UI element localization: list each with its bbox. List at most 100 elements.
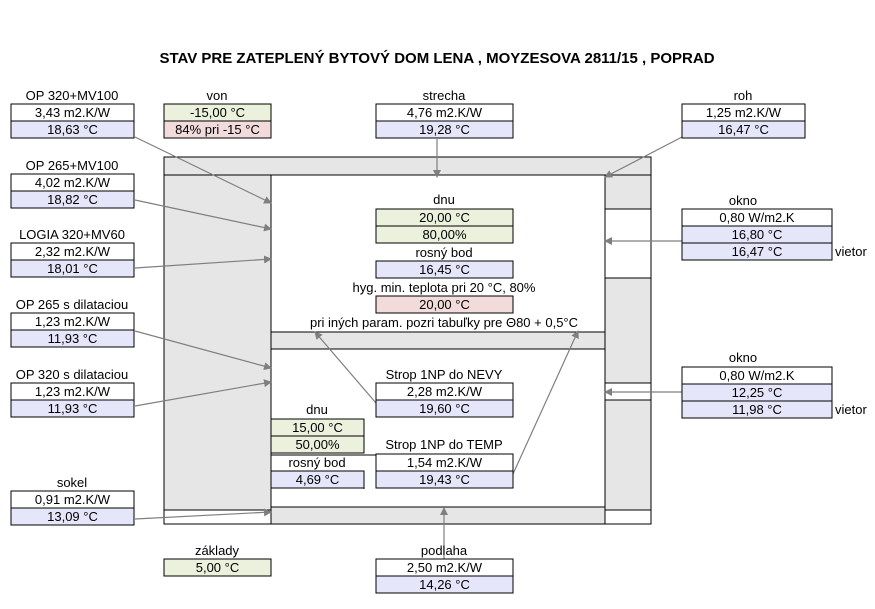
sokel-resistance: 0,91 m2.K/W	[35, 492, 111, 507]
op265dil-temperature-box	[10, 329, 135, 348]
logia-label: LOGIA 320+MV60	[19, 227, 125, 242]
op265-label: OP 265+MV100	[26, 158, 119, 173]
dnu-hyg: 20,00 °C	[419, 297, 470, 312]
dnu2-dew-label: rosný bod	[288, 455, 345, 470]
op265-temperature: 18,82 °C	[47, 192, 98, 207]
strop-temp-resistance: 1,54 m2.K/W	[407, 455, 483, 470]
floor-slab	[270, 506, 606, 525]
strop-nevy-label: Strop 1NP do NEVY	[386, 367, 503, 382]
okno1-temp1: 16,80 °C	[732, 227, 783, 242]
sokel-label: sokel	[57, 475, 87, 490]
logia-temperature-box	[10, 259, 135, 278]
diagram-title: STAV PRE ZATEPLENÝ BYTOVÝ DOM LENA , MOY…	[159, 49, 714, 67]
base-right	[604, 509, 652, 525]
okno2-temp2: 11,98 °C	[732, 402, 782, 417]
op320-label: OP 320+MV100	[26, 88, 119, 103]
op320-temperature: 18,63 °C	[47, 122, 98, 137]
von-humidity: 84% pri -15 °C	[175, 122, 260, 137]
okno2-temp1: 12,25 °C	[732, 385, 783, 400]
dnu-dew-label: rosný bod	[415, 245, 472, 260]
okno2-label: okno	[729, 350, 757, 365]
logia-resistance: 2,32 m2.K/W	[35, 244, 111, 259]
dnu-humidity: 80,00%	[422, 227, 467, 242]
dnu2-temperature: 15,00 °C	[292, 420, 343, 435]
dnu2-humidity: 50,00%	[295, 437, 340, 452]
okno2-u: 0,80 W/m2.K	[719, 368, 794, 383]
arrow-op265dil	[134, 330, 272, 371]
von-temperature: -15,00 °C	[190, 105, 245, 120]
strop-nevy-temperature-box	[375, 399, 514, 418]
arrow-logia	[134, 255, 272, 269]
podlaha-resistance: 2,50 m2.K/W	[407, 560, 483, 575]
zaklady-label: základy	[195, 543, 240, 558]
dnu2-humidity-box	[270, 435, 365, 454]
arrow-op320dil	[134, 379, 272, 407]
von-label: von	[207, 88, 228, 103]
op320dil-temperature-box	[10, 399, 135, 418]
okno2-temp2-box	[681, 400, 833, 419]
op265-resistance: 4,02 m2.K/W	[35, 175, 111, 190]
okno2-note: vietor	[835, 402, 867, 417]
sokel-temperature: 13,09 °C	[47, 509, 98, 524]
strecha-temperature-box	[375, 120, 514, 139]
roh-label: roh	[734, 88, 753, 103]
arrow-strop-temp	[512, 330, 579, 475]
von-humidity-box	[163, 120, 272, 139]
okno1-temp2-box	[681, 242, 833, 261]
strop-nevy-temperature: 19,60 °C	[419, 401, 470, 416]
okno1-u: 0,80 W/m2.K	[719, 210, 794, 225]
zaklady-temperature: 5,00 °C	[196, 560, 240, 575]
op265dil-label: OP 265 s dilataciou	[16, 297, 129, 312]
dnu-humidity-box	[375, 225, 514, 244]
strecha-resistance: 4,76 m2.K/W	[407, 105, 483, 120]
dnu-hyg-box	[375, 295, 514, 314]
zaklady-temperature-box	[163, 558, 272, 577]
op320dil-temperature: 11,93 °C	[48, 401, 98, 416]
dnu-hyg-label: hyg. min. teplota pri 20 °C, 80%	[353, 280, 536, 295]
podlaha-temperature-box	[375, 575, 514, 594]
left-wall	[163, 174, 272, 511]
arrow-op265	[134, 199, 272, 232]
podlaha-temperature: 14,26 °C	[419, 577, 470, 592]
op265-temperature-box	[10, 190, 135, 209]
op265dil-temperature: 11,93 °C	[48, 331, 98, 346]
roh-temperature-box	[681, 120, 806, 139]
okno1-label: okno	[729, 193, 757, 208]
roh-resistance: 1,25 m2.K/W	[706, 105, 782, 120]
arrow-op320	[134, 136, 272, 204]
dnu-dew: 16,45 °C	[419, 262, 470, 277]
op320-resistance: 3,43 m2.K/W	[35, 105, 111, 120]
strop-temp-temperature-box	[375, 470, 514, 489]
dnu2-dew: 4,69 °C	[296, 472, 340, 487]
strop-nevy-resistance: 2,28 m2.K/W	[407, 384, 483, 399]
right-wall-lower	[604, 399, 652, 511]
arrow-sokel	[134, 508, 272, 520]
arrow-strop-nevy	[314, 331, 377, 404]
strecha-label: strecha	[423, 88, 466, 103]
sokel-temperature-box	[10, 507, 135, 526]
op320dil-resistance: 1,23 m2.K/W	[35, 384, 111, 399]
arrows	[134, 136, 683, 560]
strop-temp-temperature: 19,43 °C	[419, 472, 470, 487]
dnu-dew-box	[375, 260, 514, 279]
okno1-note: vietor	[835, 244, 867, 259]
data-cells: OP 320+MV100 3,43 m2.K/W 18,63 °C OP 265+MV…	[10, 88, 867, 594]
op320-temperature-box	[10, 120, 135, 139]
roh-temperature: 16,47 °C	[718, 122, 769, 137]
dnu-temperature: 20,00 °C	[419, 210, 470, 225]
logia-temperature: 18,01 °C	[47, 261, 98, 276]
ceiling-slab	[270, 331, 606, 350]
op320dil-label: OP 320 s dilataciou	[16, 367, 129, 382]
dnu-note: pri iných param. pozri tabuľky pre Θ80 +…	[310, 315, 578, 330]
podlaha-label: podlaha	[421, 543, 468, 558]
right-wall-upper	[604, 174, 652, 210]
arrow-roh	[604, 136, 683, 178]
strecha-temperature: 19,28 °C	[419, 122, 470, 137]
okno1-temp2: 16,47 °C	[732, 244, 783, 259]
op265dil-resistance: 1,23 m2.K/W	[35, 314, 111, 329]
dnu-label: dnu	[433, 192, 455, 207]
strop-temp-label: Strop 1NP do TEMP	[385, 437, 502, 452]
right-wall-middle	[604, 277, 652, 384]
window-upper	[604, 208, 652, 279]
